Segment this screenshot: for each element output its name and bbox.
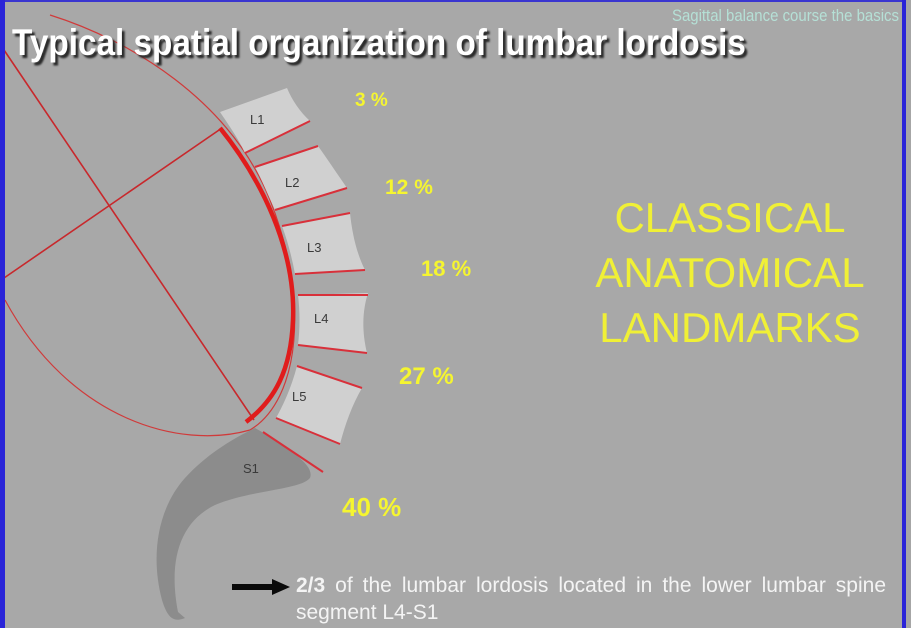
vertebra-label-l2: L2 <box>285 175 300 190</box>
slide-title: Typical spatial organization of lumbar l… <box>12 22 746 63</box>
sacrum-shape <box>156 428 311 620</box>
percent-l1: 3 % <box>355 90 388 111</box>
lordosis-arc <box>218 126 296 424</box>
ellipse-minor-axis <box>3 127 223 279</box>
vertebra-l4-body <box>298 293 368 353</box>
landmarks-line-3: LANDMARKS <box>599 304 861 351</box>
vertebra-label-l1: L1 <box>250 112 265 127</box>
vertebra-label-l4: L4 <box>314 311 329 326</box>
lordosis-note: 2/3 of the lumbar lordosis located in th… <box>296 572 886 626</box>
endplate-lines <box>244 120 368 473</box>
percent-l4: 27 % <box>399 363 454 390</box>
frame-top <box>0 0 911 2</box>
vertebra-l3-body <box>282 213 365 274</box>
vertebra-bodies <box>220 88 368 444</box>
percent-l3: 18 % <box>421 256 472 281</box>
ellipse-major-axis <box>3 49 255 421</box>
percent-l2: 12 % <box>385 176 433 199</box>
landmarks-heading: CLASSICAL ANATOMICAL LANDMARKS <box>580 190 880 355</box>
lordosis-ellipse <box>4 14 296 437</box>
vertebra-label-s1: S1 <box>243 461 259 476</box>
course-label: Sagittal balance course the basics <box>671 6 899 25</box>
vertebra-label-l5: L5 <box>292 389 307 404</box>
percent-l5: 40 % <box>342 492 402 522</box>
frame-right <box>902 0 906 628</box>
arrow-right-icon <box>232 579 290 595</box>
vertebra-l5-body <box>276 366 362 444</box>
vertebra-l2-body <box>255 146 347 210</box>
note-fraction: 2/3 <box>296 574 326 597</box>
note-text: of the lumbar lordosis located in the lo… <box>296 574 886 624</box>
frame-left <box>0 0 5 628</box>
landmarks-line-1: CLASSICAL <box>614 194 846 241</box>
vertebra-label-l3: L3 <box>307 240 322 255</box>
landmarks-line-2: ANATOMICAL <box>595 249 865 296</box>
vertebra-l1-body <box>220 88 310 153</box>
frame-right-outer <box>906 0 911 628</box>
